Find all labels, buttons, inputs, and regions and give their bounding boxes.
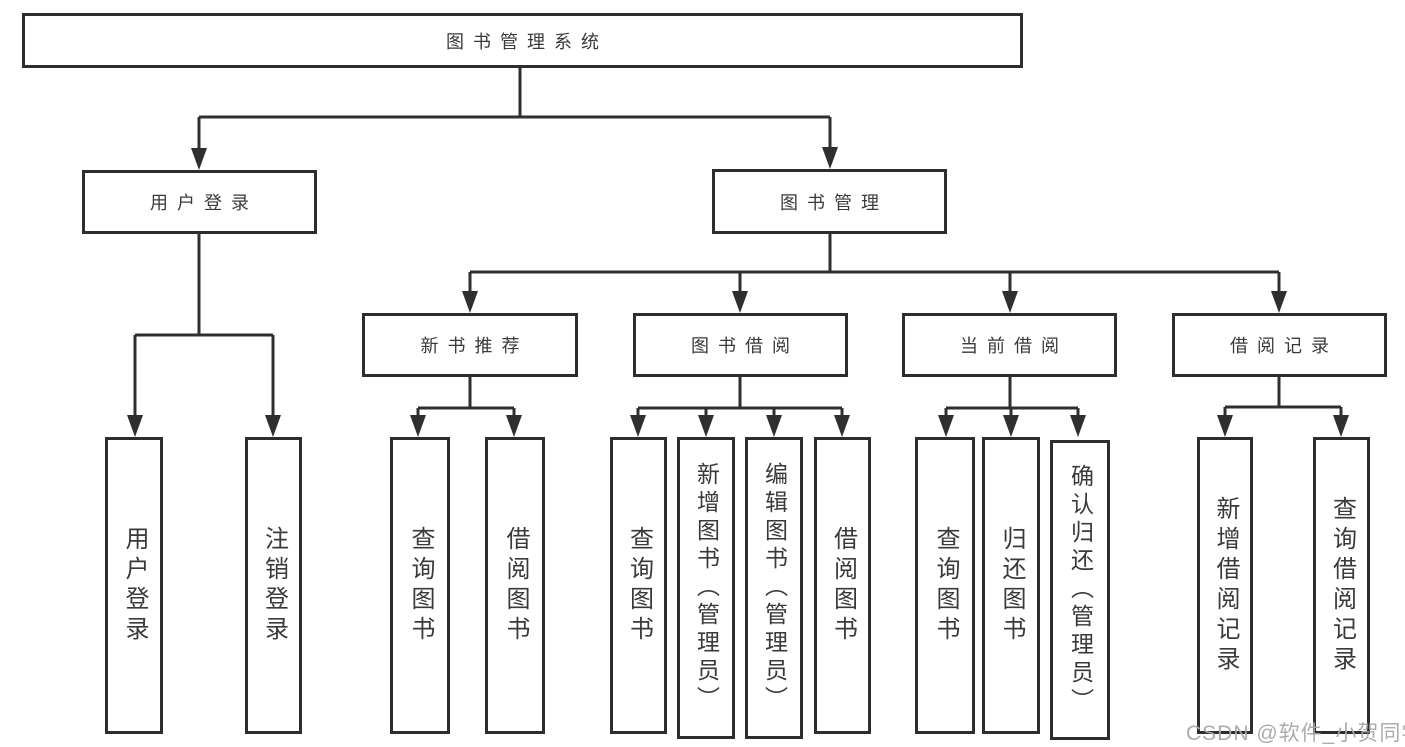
leaf-add-borrowing-record: 新增借阅记录	[1197, 437, 1253, 734]
node-new-book-recommend-label: 新书推荐	[420, 336, 529, 356]
leaf-query-borrowing-record-label: 查询借阅记录	[1328, 495, 1356, 676]
leaf-query-books-recommend: 查询图书	[390, 437, 450, 734]
leaf-query-books-borrowing: 查询图书	[610, 437, 667, 734]
leaf-query-borrowing-record: 查询借阅记录	[1313, 437, 1370, 734]
node-borrowing-records-label: 借阅记录	[1230, 336, 1338, 356]
leaf-return-books-label: 归还图书	[998, 525, 1025, 646]
node-borrowing-records: 借阅记录	[1172, 313, 1387, 377]
leaf-user-login: 用户登录	[105, 437, 163, 734]
node-user-login-label: 用户登录	[150, 193, 258, 213]
leaf-edit-books-admin-label: 编辑图书（管理员）	[761, 462, 788, 714]
node-library-system: 图书管理系统	[22, 13, 1023, 68]
node-book-management-label: 图书管理	[780, 192, 888, 213]
leaf-add-books-admin: 新增图书（管理员）	[677, 437, 735, 739]
node-current-borrowing: 当前借阅	[902, 313, 1117, 377]
node-current-borrowing-label: 当前借阅	[960, 336, 1068, 356]
leaf-add-books-admin-label: 新增图书（管理员）	[693, 462, 720, 714]
leaf-user-login-label: 用户登录	[121, 525, 148, 646]
node-library-system-label: 图书管理系统	[446, 31, 608, 52]
leaf-query-books-current-label: 查询图书	[932, 525, 959, 646]
node-book-borrowing-label: 图书借阅	[691, 336, 799, 356]
leaf-borrow-books-borrowing: 借阅图书	[814, 437, 871, 734]
node-book-borrowing: 图书借阅	[633, 313, 848, 377]
leaf-query-books-current: 查询图书	[915, 437, 975, 734]
leaf-logout-label: 注销登录	[260, 525, 288, 646]
csdn-watermark: CSDN @软件_小贺同学	[1186, 722, 1405, 745]
leaf-query-books-borrowing-label: 查询图书	[625, 525, 653, 646]
leaf-borrow-books-recommend: 借阅图书	[485, 437, 545, 734]
node-user-login: 用户登录	[82, 170, 317, 234]
leaf-borrow-books-recommend-label: 借阅图书	[502, 525, 529, 646]
leaf-logout: 注销登录	[245, 437, 302, 734]
leaf-edit-books-admin: 编辑图书（管理员）	[745, 437, 803, 739]
leaf-return-books: 归还图书	[982, 437, 1040, 734]
leaf-confirm-return-admin: 确认归还（管理员）	[1050, 440, 1110, 740]
node-book-management: 图书管理	[712, 169, 947, 234]
leaf-borrow-books-borrowing-label: 借阅图书	[829, 525, 857, 646]
leaf-query-books-recommend-label: 查询图书	[407, 525, 434, 646]
leaf-confirm-return-admin-label: 确认归还（管理员）	[1067, 464, 1094, 716]
leaf-add-borrowing-record-label: 新增借阅记录	[1212, 495, 1239, 676]
node-new-book-recommend: 新书推荐	[362, 313, 578, 377]
